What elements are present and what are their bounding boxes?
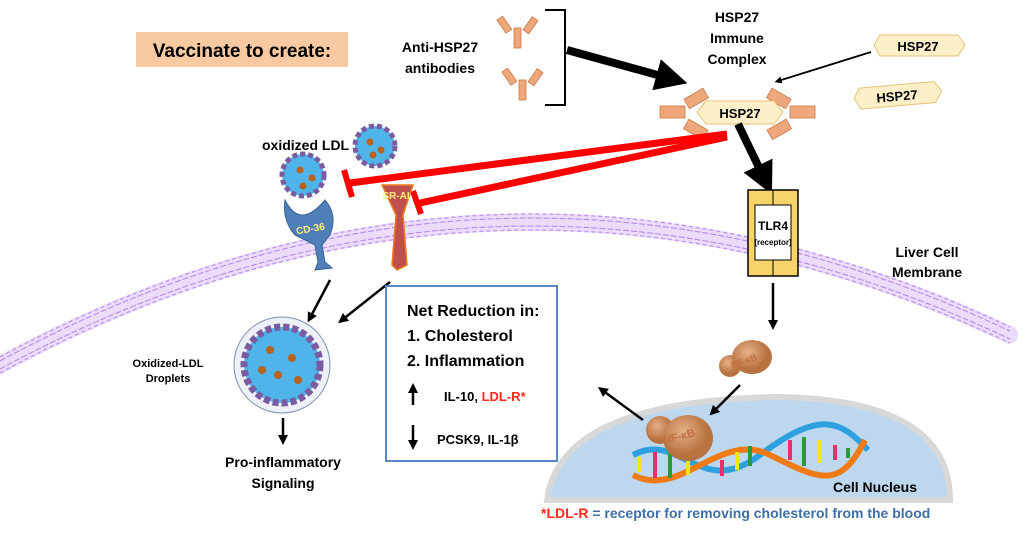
complex-label-line1: HSP27 [715,9,760,25]
cd36-receptor: CD-36 [284,198,334,271]
arrow-nfkb-to-nucleus [709,384,741,416]
complex-label-line2: Immune [710,30,764,46]
oxidized-ldl-bound [279,151,327,199]
nucleus-label: Cell Nucleus [833,479,917,495]
droplets-label-line2: Droplets [146,373,191,385]
svg-text:TLR4: TLR4 [758,219,788,233]
complex-label-line3: Complex [707,51,766,67]
antibodies-label-line1: Anti-HSP27 [402,39,478,55]
vaccinate-label: Vaccinate to create: [153,41,331,62]
membrane-label-line1: Liver Cell [895,244,958,260]
nfkb-cytoplasm: NF-κB [719,340,772,377]
arrow-cd36-to-droplets [307,279,332,323]
nfkb-nucleus: NF-κB [646,415,713,461]
sr-ai-receptor: SR-AI [380,184,415,271]
oxidized-ldl-particle [352,123,398,169]
footnote: *LDL-R = receptor for removing cholester… [541,505,930,521]
inhibition-lines [341,130,728,215]
svg-text:IL-10, LDL-R*: IL-10, LDL-R* [444,389,527,404]
signaling-label-line1: Pro-inflammatory [225,454,341,470]
antibody-icons [496,15,544,101]
svg-text:HSP27: HSP27 [719,106,760,121]
arrow-hsp27-to-complex [774,51,872,84]
free-hsp27-1: HSP27 [873,34,966,57]
vaccinate-banner [136,32,348,67]
box-item-inflammation: 2. Inflammation [407,353,524,370]
arrow-to-tlr4 [734,122,773,195]
arrow-srai-to-droplets [338,281,391,324]
box-title: Net Reduction in: [407,303,539,320]
antibodies-label-line2: antibodies [405,60,475,76]
box-down-text: PCSK9, IL-1β [437,432,519,447]
arrow-to-complex [565,46,688,91]
hsp27-immune-complex: HSP27 [659,87,816,141]
svg-text:HSP27: HSP27 [876,87,918,106]
dna-helix [631,421,871,484]
svg-text:CD-36: CD-36 [295,222,326,238]
net-reduction-box: Net Reduction in: 1. Cholesterol 2. Infl… [385,285,558,462]
oxidized-ldl-label: oxidized LDL [262,137,350,153]
oxidized-ldl-droplets [233,316,331,414]
svg-text:(receptor): (receptor) [754,238,792,247]
arrow-nucleus-out [597,387,644,422]
bracket [545,9,566,106]
svg-text:HSP27: HSP27 [897,39,938,54]
signaling-label-line2: Signaling [252,475,315,491]
liver-cell-membrane [0,213,1019,374]
box-item-cholesterol: 1. Cholesterol [407,328,513,345]
droplets-label-line1: Oxidized-LDL [133,358,204,370]
tlr4-receptor: TLR4 (receptor) [747,189,799,277]
membrane-label-line2: Membrane [892,264,962,280]
free-hsp27-2: HSP27 [853,81,943,110]
svg-text:SR-AI: SR-AI [382,191,409,202]
